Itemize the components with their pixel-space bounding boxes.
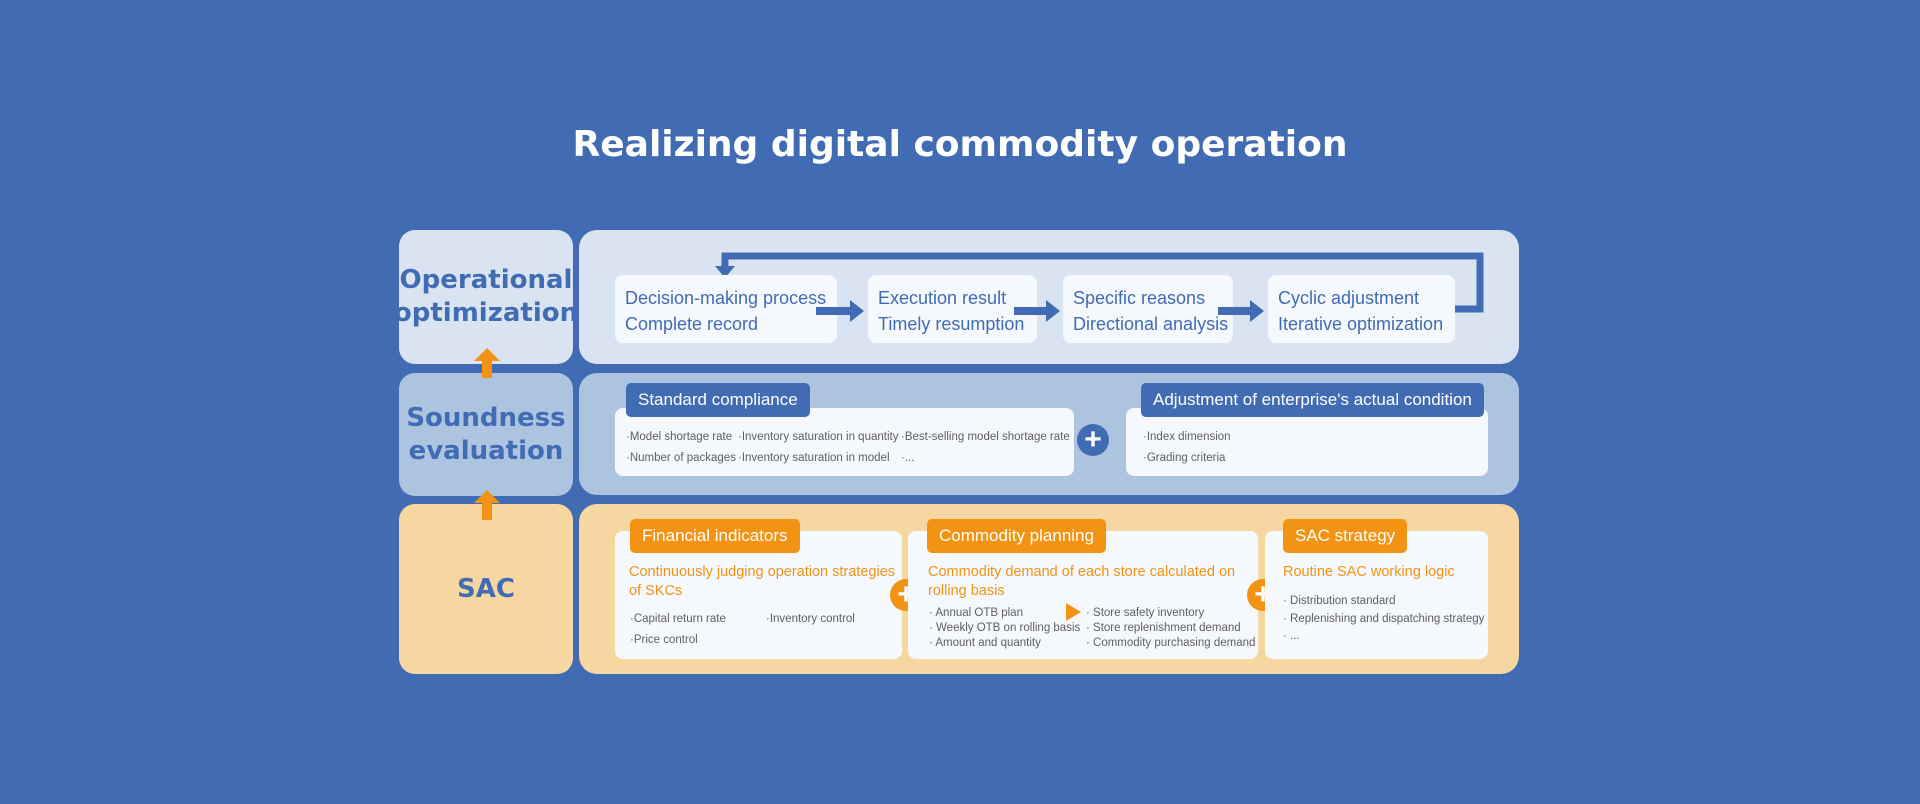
strategy-description: Routine SAC working logic xyxy=(1283,564,1455,580)
metric-item: ·Inventory saturation in quantity xyxy=(738,431,899,443)
strategy-item: · ... xyxy=(1283,630,1300,642)
financial-indicators-tag: Financial indicators xyxy=(630,519,800,553)
step-line-2: Complete record xyxy=(625,314,759,334)
metric-item: ·... xyxy=(901,452,915,464)
step-line-2: Timely resumption xyxy=(878,314,1025,334)
standard-compliance-card xyxy=(615,408,1074,476)
strategy-item: · Distribution standard xyxy=(1283,595,1396,607)
right-arrow-icon xyxy=(816,300,864,322)
plan-item: · Store replenishment demand xyxy=(1086,622,1241,634)
commodity-planning-tag: Commodity planning xyxy=(927,519,1106,553)
metric-item: ·Inventory saturation in model xyxy=(738,452,890,464)
step-line-1: Cyclic adjustment xyxy=(1278,288,1420,308)
plan-item: · Amount and quantity xyxy=(929,637,1041,649)
right-arrow-icon xyxy=(1218,300,1264,322)
metric-item: ·Best-selling model shortage rate xyxy=(901,431,1070,443)
right-arrow-icon xyxy=(1014,300,1060,322)
step-line-2: Directional analysis xyxy=(1073,314,1229,334)
adjustment-tag: Adjustment of enterprise's actual condit… xyxy=(1141,383,1484,417)
sac-strategy-tag: SAC strategy xyxy=(1283,519,1408,553)
plus-icon: + xyxy=(1077,424,1109,456)
layer-label-soundness-text: Soundness evaluation xyxy=(406,402,566,466)
plan-item: · Weekly OTB on rolling basis xyxy=(929,622,1081,634)
layer-label-operational-text: Operational optimization xyxy=(393,265,579,328)
metric-item: ·Model shortage rate xyxy=(626,431,733,443)
metric-item: ·Price control xyxy=(630,634,698,646)
step-card-cyclic: Cyclic adjustment Iterative optimization xyxy=(1268,275,1455,343)
metric-item: ·Capital return rate xyxy=(630,613,726,625)
step-card-reasons: Specific reasons Directional analysis xyxy=(1063,275,1233,343)
metric-item: ·Index dimension xyxy=(1143,431,1231,443)
page-title: Realizing digital commodity operation xyxy=(572,124,1348,165)
financial-description: Continuously judging operation strategie… xyxy=(629,564,896,599)
standard-compliance-tag: Standard compliance xyxy=(626,383,810,417)
layer-label-operational: Operational optimization xyxy=(394,230,578,364)
plan-item: · Commodity purchasing demand xyxy=(1086,637,1256,649)
metric-item: ·Number of packages xyxy=(626,452,736,464)
step-line-1: Specific reasons xyxy=(1073,288,1206,308)
strategy-item: · Replenishing and dispatching strategy xyxy=(1283,613,1485,625)
up-arrow-icon xyxy=(474,490,500,520)
step-line-1: Execution result xyxy=(878,288,1007,308)
adjustment-card xyxy=(1126,408,1488,476)
layer-label-soundness: Soundness evaluation xyxy=(399,373,573,496)
step-line-2: Iterative optimization xyxy=(1278,314,1444,334)
up-arrow-icon xyxy=(474,348,500,378)
planning-description: Commodity demand of each store calculate… xyxy=(928,564,1236,599)
layer-label-sac: SAC xyxy=(399,504,573,674)
plan-item: · Store safety inventory xyxy=(1086,607,1205,619)
step-card-execution: Execution result Timely resumption xyxy=(868,275,1037,343)
metric-item: ·Inventory control xyxy=(766,613,855,625)
triangle-right-icon xyxy=(1066,603,1081,621)
metric-item: ·Grading criteria xyxy=(1143,452,1226,464)
step-line-1: Decision-making process xyxy=(625,288,827,308)
step-card-decision: Decision-making process Complete record xyxy=(615,275,837,343)
plan-item: · Annual OTB plan xyxy=(929,607,1023,619)
layer-label-sac-text: SAC xyxy=(457,573,515,604)
